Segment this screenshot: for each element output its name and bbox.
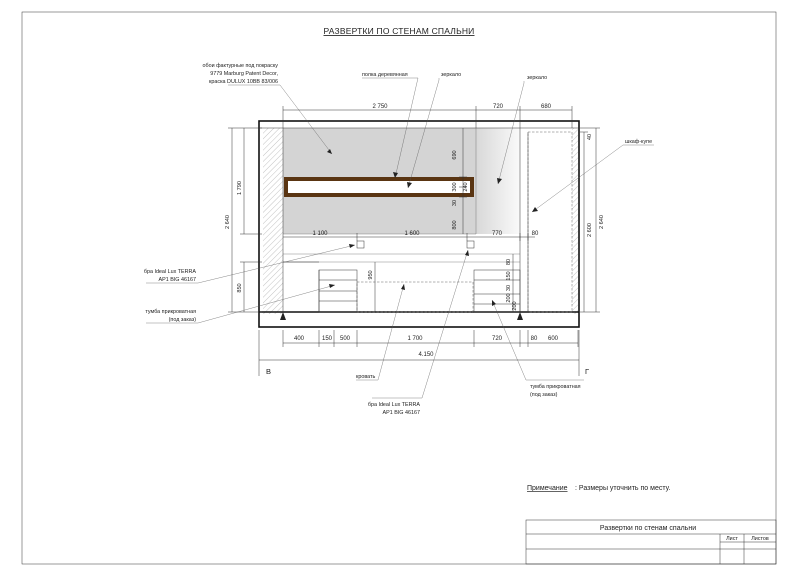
dim-rs-6: 40 — [587, 134, 593, 140]
callout-wallpaper-3: краска DULUX 10BB 83/006 — [209, 79, 278, 85]
callouts: обои фактурные под покраску 9779 Marburg… — [144, 63, 654, 416]
wall-elevation — [258, 120, 580, 328]
dim-left-3: 850 — [237, 283, 243, 292]
dim-right-2: 2 640 — [599, 215, 605, 229]
sconce-right — [466, 240, 475, 249]
dim-left-1: 1 790 — [237, 181, 243, 195]
callout-nightstand-left-2: (под заказ) — [169, 317, 197, 323]
sconce-left — [356, 240, 365, 249]
dim-mid-4: 80 — [532, 231, 539, 237]
view-markers: В Г — [258, 312, 589, 376]
callout-sconce-bottom-2: AP1 BIG 46167 — [383, 410, 420, 416]
dim-bed-950: 950 — [368, 270, 374, 279]
callout-nightstand-right-2: (под заказ) — [530, 392, 558, 398]
dim-rs-2: 150 — [506, 271, 512, 280]
dim-in-2: 300 — [452, 182, 458, 191]
callout-mirror-left: зеркало — [441, 72, 461, 78]
dim-rs-1: 80 — [506, 259, 512, 265]
note-label: Примечание — [527, 485, 568, 492]
callout-wallpaper-2: 9779 Marburg Patent Decor, — [210, 71, 278, 77]
stamp-sheet: Лист — [726, 536, 738, 542]
callout-bed: кровать — [356, 374, 376, 380]
dim-in-3: 240 — [463, 182, 469, 191]
shelf-mirror — [288, 181, 470, 193]
room-outline — [258, 120, 580, 328]
title-block: Развертки по стенам спальни Лист Листов — [525, 519, 777, 565]
dim-bot-4: 1 700 — [407, 336, 423, 342]
dim-top-1: 2 750 — [372, 104, 388, 110]
dim-total: 4.150 — [418, 352, 434, 358]
callout-nightstand-left-1: тумба прикроватная — [145, 309, 196, 315]
sheet-frame — [21, 11, 777, 565]
right-wall-section — [572, 128, 578, 314]
dim-bot-5: 720 — [492, 336, 503, 342]
dim-left-2: 2 640 — [225, 215, 231, 229]
callout-mirror-right: зеркало — [527, 75, 547, 81]
nightstand-left — [283, 261, 358, 313]
callout-sconce-left-1: бра Ideal Lux TERRA — [144, 269, 197, 275]
dim-right-1: 2 600 — [587, 223, 593, 237]
view-label-left: В — [266, 367, 271, 376]
dim-bot-1: 400 — [294, 336, 305, 342]
dimension-labels: 2 750 720 680 1 100 1 600 770 80 400 150… — [225, 104, 605, 358]
dim-top-2: 720 — [493, 104, 504, 110]
dim-mid-3: 770 — [492, 231, 503, 237]
dim-mid-1: 1 100 — [312, 231, 328, 237]
dim-bot-3: 500 — [340, 336, 351, 342]
dim-bot-2: 150 — [322, 336, 333, 342]
dim-in-5: 800 — [452, 220, 458, 229]
note: Примечание : Размеры уточнить по месту. — [527, 485, 670, 492]
dim-rs-3: 30 — [506, 285, 512, 291]
dim-in-4: 30 — [452, 200, 458, 206]
callout-shelf: полка деревянная — [362, 72, 408, 78]
dimension-lines — [228, 106, 600, 364]
dim-top-3: 680 — [541, 104, 552, 110]
wardrobe — [527, 131, 573, 313]
note-text: : Размеры уточнить по месту. — [575, 485, 670, 492]
dim-rs-5: 200 — [512, 301, 518, 310]
dim-rs-4: 200 — [506, 293, 512, 302]
callout-sconce-left-2: AP1 BIG 46167 — [159, 277, 196, 283]
dim-bot-6: 80 — [531, 336, 538, 342]
callout-wardrobe: шкаф-купе — [625, 139, 652, 145]
callout-nightstand-right-1: тумба прикроватная — [530, 384, 581, 390]
dim-bot-7: 600 — [548, 336, 559, 342]
callout-wallpaper-1: обои фактурные под покраску — [203, 63, 279, 69]
view-label-right: Г — [585, 367, 589, 376]
sheet-title: РАЗВЕРТКИ ПО СТЕНАМ СПАЛЬНИ — [323, 26, 474, 36]
dim-mid-2: 1 600 — [404, 231, 420, 237]
stamp-sheets: Листов — [751, 536, 769, 542]
callout-sconce-bottom-1: бра Ideal Lux TERRA — [368, 402, 421, 408]
left-wall-section — [263, 128, 283, 314]
bed-outline — [356, 281, 474, 313]
stamp-title: Развертки по стенам спальни — [600, 525, 696, 532]
dim-in-1: 690 — [452, 150, 458, 159]
